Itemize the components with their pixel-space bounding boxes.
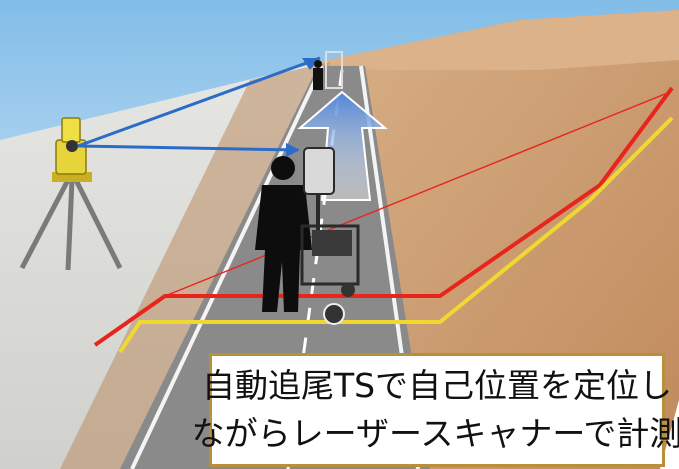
caption-line-2: ながらレーザースキャナーで計測: [191, 414, 679, 453]
red-beam-line: [164, 91, 671, 297]
tracking-beams: [77, 56, 321, 157]
road-edge-left: [130, 65, 324, 469]
left-shoulder: [60, 62, 330, 469]
red-profile-line: [93, 86, 674, 347]
yellow-profile-line: [118, 116, 674, 354]
distant-operator-silhouette: [313, 51, 343, 90]
operator-silhouette: [255, 156, 312, 312]
forward-arrow-icon: [297, 90, 388, 201]
laser-scanner-cart-icon: [300, 147, 360, 325]
total-station-icon: [19, 117, 123, 271]
caption-line-1: 自動追尾TSで自己位置を定位し: [201, 366, 673, 405]
embankment-top: [318, 10, 679, 70]
caption-box: 自動追尾TSで自己位置を定位し ながらレーザースキャナーで計測: [192, 353, 679, 467]
